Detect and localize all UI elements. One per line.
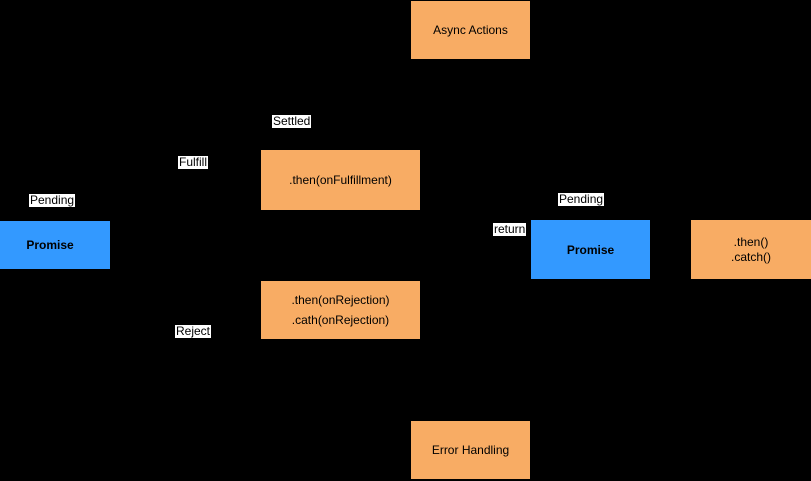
node-then-onrejection-line1: .then(onRejection) (291, 293, 390, 307)
node-error-handling: Error Handling (411, 421, 530, 479)
node-then-onfulfillment-label: .then(onFulfillment) (289, 173, 392, 187)
edge-label-pending-right: Pending (558, 192, 605, 206)
edge-label-pending-left: Pending (29, 193, 76, 207)
node-async-actions: Async Actions (411, 1, 530, 59)
node-then-onrejection: .then(onRejection) .cath(onRejection) (261, 281, 420, 339)
node-promise-left: Promise (0, 221, 110, 269)
edge-label-settled: Settled (272, 114, 312, 128)
node-async-actions-label: Async Actions (433, 23, 508, 37)
node-then-catch-line1: .then() (733, 234, 769, 249)
node-promise-left-label: Promise (26, 238, 74, 252)
node-promise-right-label: Promise (566, 242, 615, 257)
node-error-handling-label: Error Handling (431, 443, 510, 457)
edge-label-reject: Reject (175, 324, 212, 338)
node-then-onrejection-line2: .cath(onRejection) (291, 313, 390, 327)
node-promise-right: Promise (531, 220, 650, 279)
edge-label-return: return (493, 222, 527, 236)
node-then-catch: .then() .catch() (691, 220, 811, 279)
node-then-onfulfillment: .then(onFulfillment) (261, 150, 420, 210)
edge-label-fulfill: Fulfill (178, 155, 209, 169)
node-then-catch-line2: .catch() (730, 249, 771, 264)
